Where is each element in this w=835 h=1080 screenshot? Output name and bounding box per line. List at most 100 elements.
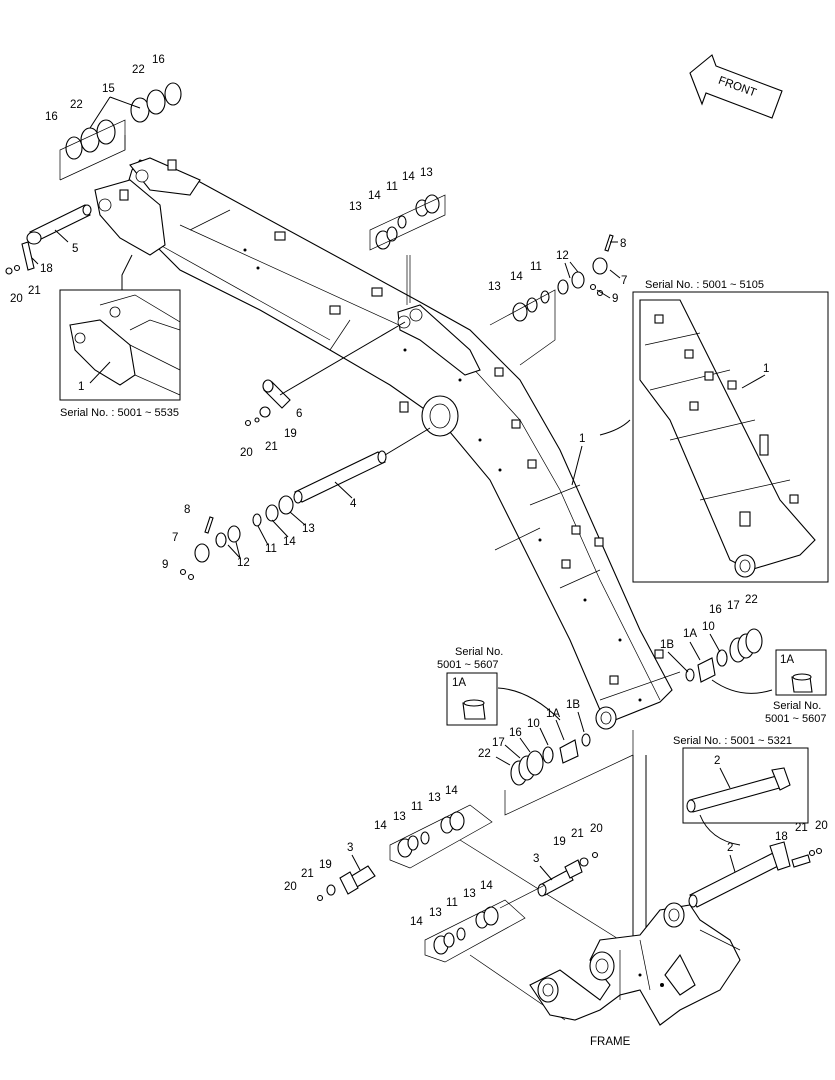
callout-14: 14 <box>480 880 493 892</box>
callout-18: 18 <box>40 263 53 275</box>
washer-set-top-middle <box>369 194 446 305</box>
pin-2-detail <box>686 767 791 813</box>
callout-7: 7 <box>621 275 627 287</box>
serial-5321: Serial No. : 5001 ~ 5321 <box>673 735 792 747</box>
callout-16: 16 <box>509 727 522 739</box>
boom-body <box>94 157 681 730</box>
callout-1A: 1A <box>452 677 466 689</box>
callout-2: 2 <box>727 842 733 854</box>
bushing-set-left <box>504 730 634 816</box>
callout-21: 21 <box>795 822 808 834</box>
callout-13: 13 <box>302 523 315 535</box>
callout-11: 11 <box>386 181 398 193</box>
callout-1A: 1A <box>780 654 794 666</box>
callout-1A: 1A <box>546 708 560 720</box>
callout-21: 21 <box>301 868 314 880</box>
callout-16: 16 <box>709 604 722 616</box>
detail-box-5105 <box>632 291 829 583</box>
callout-13: 13 <box>429 907 442 919</box>
detail-box-5535 <box>59 289 181 401</box>
callout-20: 20 <box>284 881 297 893</box>
callout-1B: 1B <box>660 639 674 651</box>
callout-7: 7 <box>172 532 178 544</box>
pin-set-upper-right <box>489 234 614 366</box>
callout-20: 20 <box>10 293 23 305</box>
callout-1A: 1A <box>683 628 697 640</box>
callout-19: 19 <box>319 859 332 871</box>
bushing-1A-box-left <box>446 672 498 726</box>
callout-4: 4 <box>350 498 357 510</box>
callout-14: 14 <box>445 785 458 797</box>
callout-21: 21 <box>571 828 584 840</box>
pin-2 <box>688 841 823 908</box>
callout-22: 22 <box>478 748 491 760</box>
callout-12: 12 <box>237 557 250 569</box>
callout-13: 13 <box>463 888 476 900</box>
pin-3-right <box>537 851 599 897</box>
pin-5 <box>5 204 92 275</box>
callout-8: 8 <box>620 238 626 250</box>
callout-12: 12 <box>556 250 569 262</box>
callout-1: 1 <box>78 381 84 393</box>
callout-14: 14 <box>402 171 415 183</box>
callout-1B: 1B <box>566 699 580 711</box>
callout-16: 16 <box>152 54 165 66</box>
callout-13: 13 <box>420 167 433 179</box>
callout-10: 10 <box>702 621 715 633</box>
pin-6 <box>244 379 291 427</box>
callout-18: 18 <box>775 831 788 843</box>
callout-22: 22 <box>745 594 758 606</box>
callout-14: 14 <box>510 271 523 283</box>
pin-set-left <box>179 495 294 581</box>
callout-19: 19 <box>284 428 297 440</box>
bushing-1A-left <box>462 699 486 720</box>
callout-13: 13 <box>428 792 441 804</box>
callout-11: 11 <box>265 543 277 555</box>
callout-3: 3 <box>533 853 539 865</box>
callout-16: 16 <box>45 111 58 123</box>
callout-11: 11 <box>411 801 423 813</box>
frame-label: FRAME <box>590 1036 631 1048</box>
washer-set-top-left <box>59 82 182 181</box>
callout-13: 13 <box>488 281 501 293</box>
callout-13: 13 <box>393 811 406 823</box>
callout-20: 20 <box>240 447 253 459</box>
callout-10: 10 <box>527 718 540 730</box>
callout-21: 21 <box>28 285 41 297</box>
serial-5105: Serial No. : 5001 ~ 5105 <box>645 279 764 291</box>
callout-20: 20 <box>815 820 828 832</box>
callout-22: 22 <box>132 64 145 76</box>
callout-9: 9 <box>162 559 168 571</box>
front-arrow-icon: FRONT <box>689 54 783 119</box>
serial-5607-left-2: 5001 ~ 5607 <box>437 659 498 671</box>
callout-1: 1 <box>579 433 585 445</box>
callout-8: 8 <box>184 504 190 516</box>
callout-6: 6 <box>296 408 302 420</box>
serial-5535: Serial No. : 5001 ~ 5535 <box>60 407 179 419</box>
washer-set-lower-upper <box>389 804 621 941</box>
detail-boom-end <box>639 299 816 578</box>
pin-4 <box>293 450 387 504</box>
detail-box-5321 <box>682 747 809 824</box>
callout-11: 11 <box>446 897 458 909</box>
bushing-1A-box-right <box>775 649 827 696</box>
callout-1: 1 <box>763 363 769 375</box>
callout-14: 14 <box>374 820 387 832</box>
callout-17: 17 <box>492 737 505 749</box>
callout-5: 5 <box>72 243 78 255</box>
callout-9: 9 <box>612 293 618 305</box>
callout-3: 3 <box>347 842 353 854</box>
callout-20: 20 <box>590 823 603 835</box>
callout-21: 21 <box>265 441 278 453</box>
serial-5607-right-1: Serial No. <box>773 700 821 712</box>
callout-17: 17 <box>727 600 740 612</box>
pin-3-left <box>316 865 376 902</box>
callout-14: 14 <box>410 916 423 928</box>
callout-19: 19 <box>553 836 566 848</box>
callout-13: 13 <box>349 201 362 213</box>
serial-5607-right-2: 5001 ~ 5607 <box>765 713 826 725</box>
callout-14: 14 <box>283 536 296 548</box>
bushing-1A-right <box>791 673 813 693</box>
callout-11: 11 <box>530 261 542 273</box>
